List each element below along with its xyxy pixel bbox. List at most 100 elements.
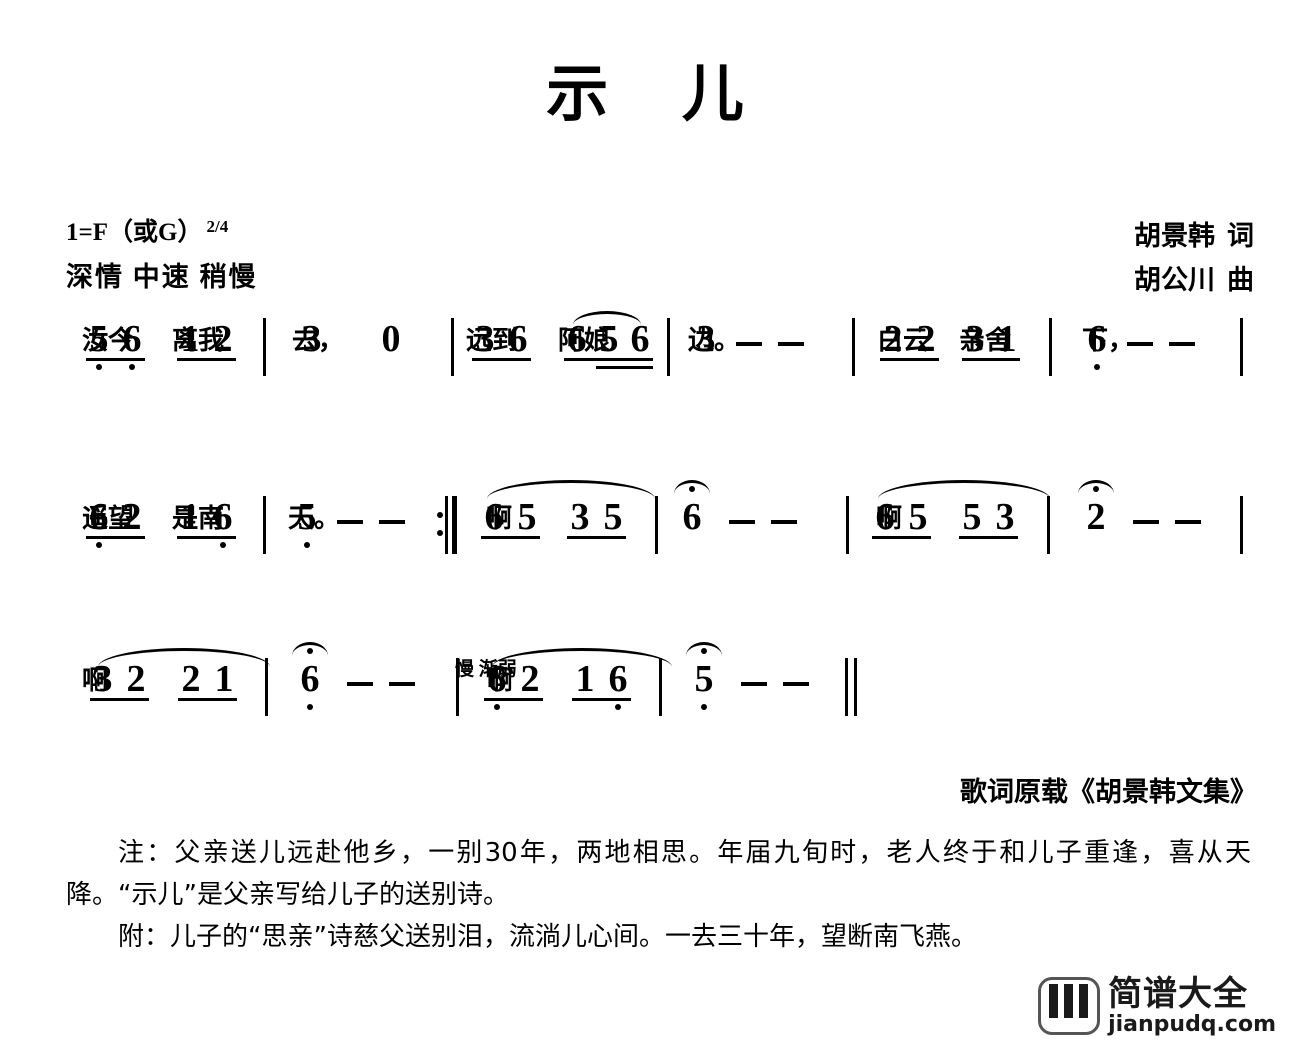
slur-icon: [492, 648, 672, 667]
lyricist-name: 胡景韩: [1134, 221, 1215, 251]
beam-icon: [564, 358, 653, 361]
note-3-1: 3: [93, 658, 113, 700]
beam-icon: [86, 536, 145, 539]
beam-icon: [177, 358, 236, 361]
beam-icon: [880, 358, 939, 361]
note-3-5: 6: [297, 648, 323, 710]
note-3-6: 6: [484, 660, 510, 710]
beam-icon: [90, 698, 149, 701]
lyric-syllable: 天。: [288, 504, 341, 534]
duration-dash: [379, 520, 405, 524]
barline: [451, 318, 454, 376]
duration-dash: [783, 682, 809, 686]
barline: [263, 318, 266, 376]
footnote-paragraph-2: 附：儿子的“思亲”诗慈父送别泪，流淌儿心间。一去三十年，望断南飞燕。: [118, 922, 977, 952]
note-1-3: 1: [180, 318, 200, 360]
note-3-9: 6: [605, 660, 631, 710]
beam-icon: [86, 358, 145, 361]
duration-dash: [1175, 520, 1201, 524]
brand-name: 简谱大全: [1108, 973, 1249, 1014]
duration-dash: [347, 682, 373, 686]
piano-keys-icon: [1038, 977, 1101, 1035]
fermata-icon: [1078, 480, 1114, 494]
lyric-syllable: 啊: [487, 666, 514, 696]
note-3-7: 2: [520, 658, 540, 700]
duration-dash: [1127, 342, 1153, 346]
beam-icon: [567, 536, 626, 539]
note-1-5: 3: [302, 318, 322, 360]
note-3-2: 2: [126, 658, 146, 700]
key-signature-text: 1=F（或G）: [66, 219, 203, 246]
fermata-icon: [292, 642, 328, 656]
lyric-syllable: 边。: [688, 326, 741, 356]
slur-icon: [98, 648, 270, 667]
slur-icon: [573, 311, 641, 325]
note-2-15: 2: [1083, 486, 1109, 536]
note-1-10: 5: [599, 318, 619, 360]
music-stave-3: 慢 渐弱 3 2 2 1 6 6 2 1 6 5 啊 啊: [0, 642, 1290, 810]
fermata-icon: [686, 642, 722, 656]
barline: [1240, 318, 1243, 376]
barline: [659, 658, 662, 716]
footnote-paragraph-1: 注：父亲送儿远赴他乡，一别30年，两地相思。年届九旬时，老人终于和儿子重逢，喜从…: [66, 838, 1251, 910]
composer-name: 胡公川: [1134, 265, 1215, 295]
fermata-icon: [674, 480, 710, 494]
lyric-syllable: 遥望: [82, 504, 135, 534]
lyric-syllable: 啊: [82, 666, 109, 696]
slur-icon: [487, 480, 655, 499]
note-1-14: 2: [916, 318, 936, 360]
lyric-syllable: 离我: [172, 326, 225, 356]
note-2-13: 5: [962, 496, 982, 538]
expression-marking: 深情 中速 稍慢: [66, 262, 258, 292]
footnotes: 注：父亲送儿远赴他乡，一别30年，两地相思。年届九旬时，老人终于和儿子重逢，喜从…: [66, 832, 1251, 958]
lyric-syllable: 啊: [876, 504, 903, 534]
note-2-11: 6: [875, 496, 895, 538]
note-1-6: 0: [381, 318, 401, 360]
note-2-9: 5: [603, 496, 623, 538]
duration-dash: [771, 520, 797, 524]
lyric-syllable: 亲舍: [959, 326, 1012, 356]
lyric-syllable: 啊: [486, 504, 513, 534]
duration-dash: [778, 342, 804, 346]
note-2-3: 1: [180, 496, 200, 538]
note-2-10: 6: [679, 486, 705, 536]
time-signature: 2/4: [206, 217, 229, 236]
note-1-8: 6: [508, 318, 528, 360]
beam-icon: [962, 358, 1020, 361]
beam-icon: [872, 536, 931, 539]
beam-icon: [959, 536, 1018, 539]
note-1-16: 1: [997, 318, 1017, 360]
note-2-7: 5: [517, 496, 537, 538]
barline: [1047, 496, 1050, 554]
barline: [1240, 496, 1243, 554]
key-signature: 1=F（或G）2/4: [66, 212, 228, 248]
slur-icon: [878, 480, 1050, 499]
duration-dash: [1133, 520, 1159, 524]
source-credit: 歌词原载《胡景韩文集》: [960, 777, 1257, 807]
duration-dash: [337, 520, 363, 524]
beam-icon: [481, 536, 540, 539]
note-1-2: 6: [119, 320, 145, 370]
composer-role: 曲: [1227, 265, 1254, 295]
duration-dash: [736, 342, 762, 346]
note-1-4: 2: [213, 318, 233, 360]
note-1-1: 5: [86, 320, 112, 370]
barline: [263, 496, 266, 554]
note-3-4: 1: [214, 658, 234, 700]
note-2-14: 3: [995, 496, 1015, 538]
duration-dash: [389, 682, 415, 686]
note-3-3: 2: [181, 658, 201, 700]
barline: [265, 658, 268, 716]
page-title: 示 儿: [546, 57, 770, 130]
note-2-2: 2: [122, 496, 142, 538]
note-3-8: 1: [575, 658, 595, 700]
repeat-barline: [437, 496, 457, 554]
duration-dash: [1169, 342, 1195, 346]
final-barline: [845, 658, 857, 716]
beam-icon: [177, 536, 236, 539]
duration-dash: [741, 682, 767, 686]
lyric-syllable: 白云: [877, 326, 930, 356]
site-watermark[interactable]: 简谱大全 jianpudq.com: [1038, 974, 1276, 1038]
beam-icon: [178, 698, 237, 701]
note-1-13: 2: [883, 318, 903, 360]
